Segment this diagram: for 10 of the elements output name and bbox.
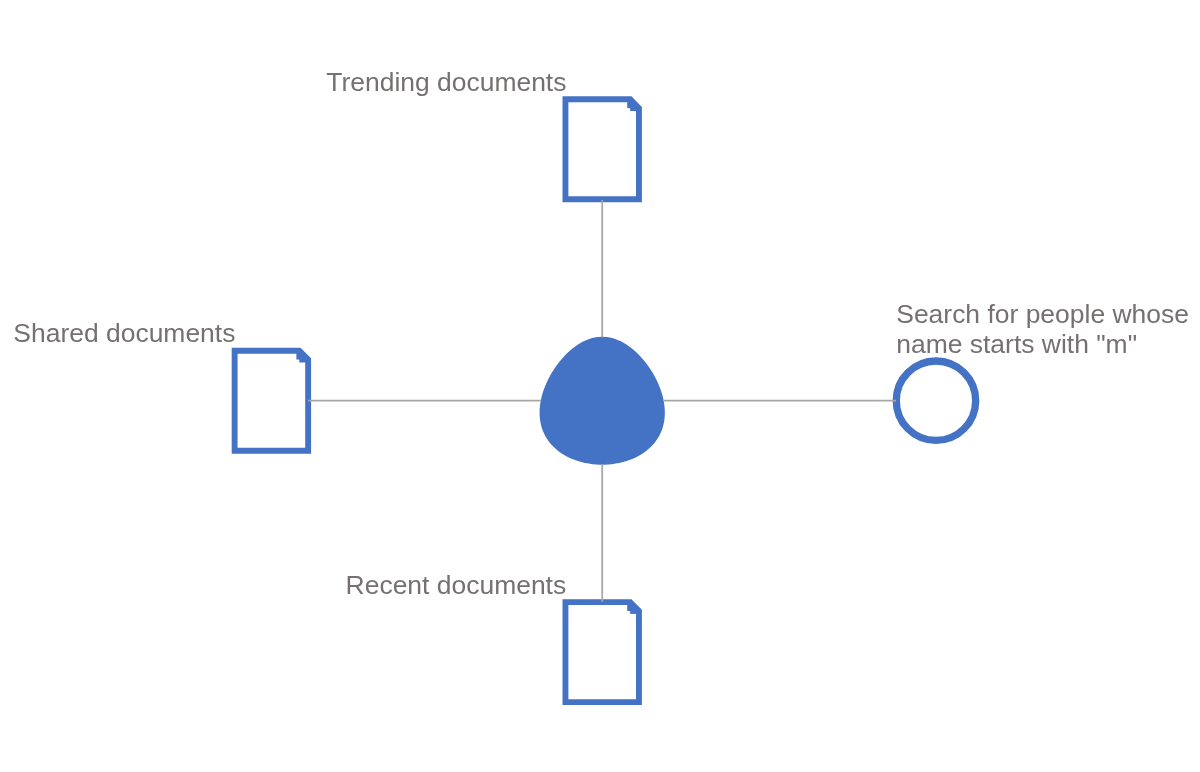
connector [662, 399, 897, 402]
node-label: Search for people whose name starts with "m" [896, 299, 1189, 359]
node-circle [892, 357, 980, 445]
connector [307, 399, 543, 402]
connector [601, 463, 604, 603]
node-person [539, 336, 665, 465]
connector [601, 198, 604, 339]
node-label: Recent documents [345, 569, 567, 600]
node-label: Shared documents [13, 318, 236, 349]
node-label: Trending documents [326, 67, 567, 98]
